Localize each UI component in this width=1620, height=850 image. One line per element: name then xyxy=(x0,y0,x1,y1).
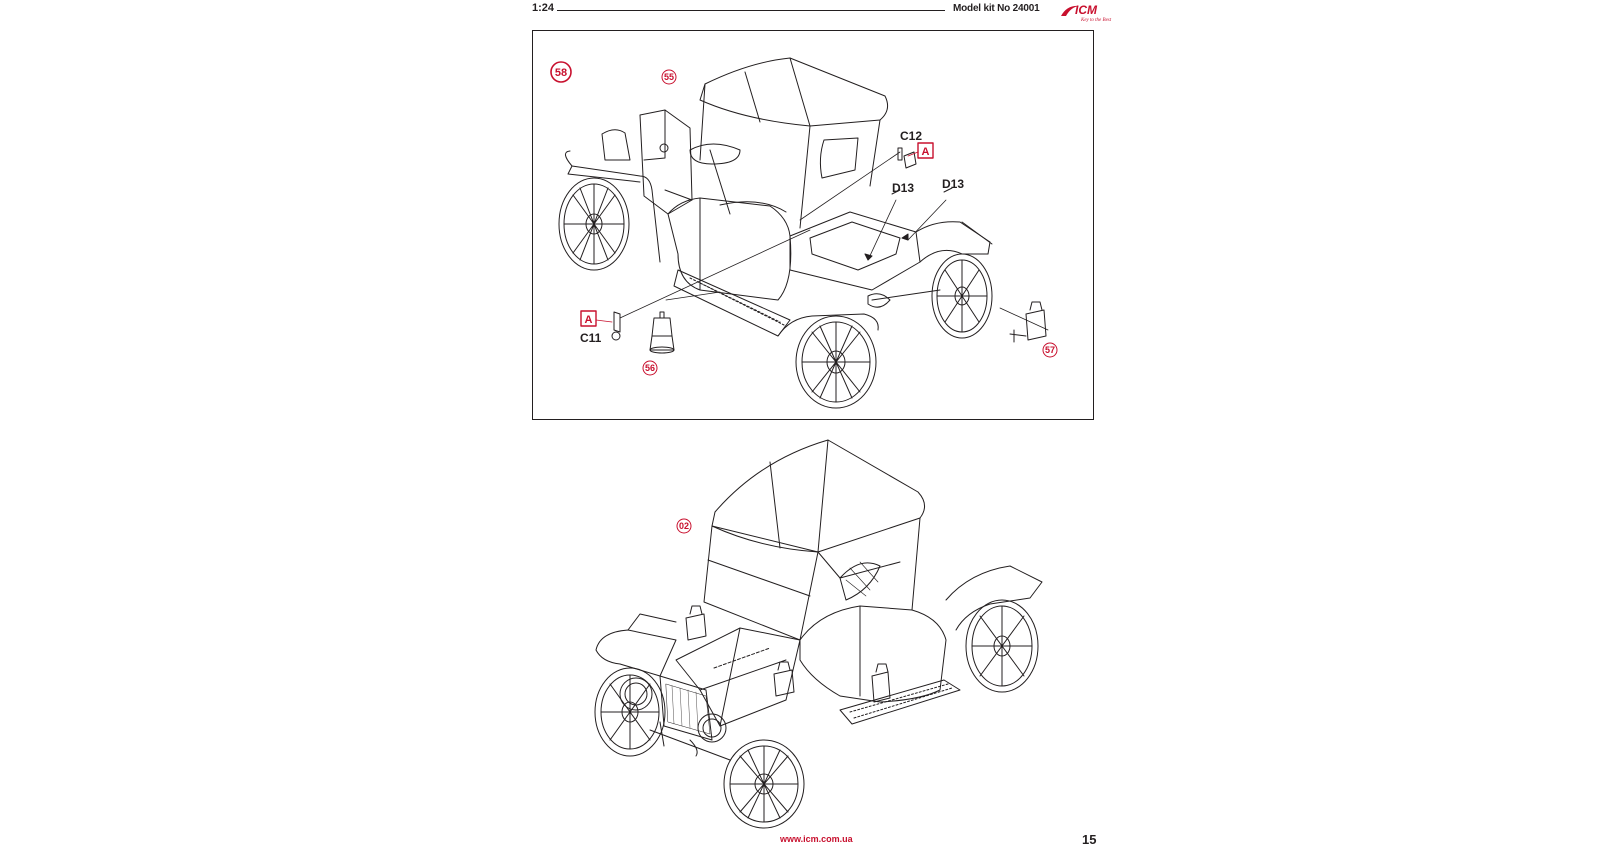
label-c11: C11 xyxy=(580,331,602,345)
car-front-view xyxy=(594,439,1043,829)
svg-text:A: A xyxy=(922,146,930,158)
kit-number: Model kit No 24001 xyxy=(953,3,1040,14)
header-rule xyxy=(557,10,945,11)
rear-window xyxy=(819,137,859,179)
side-lamp-cowl xyxy=(773,669,795,697)
part-d13-a xyxy=(891,189,901,195)
ref-02: 02 xyxy=(679,521,689,531)
car-rear-view xyxy=(558,57,993,409)
rear-deck xyxy=(789,211,921,291)
ref-57: 57 xyxy=(1045,345,1055,355)
step-number: 58 xyxy=(555,67,567,79)
cowl-radiator xyxy=(601,129,631,161)
part-c11 xyxy=(611,311,621,341)
front-wheel-2 xyxy=(594,667,666,757)
svg-text:A: A xyxy=(585,314,593,326)
running-board-2 xyxy=(839,679,961,725)
running-board xyxy=(673,269,791,337)
scale-label: 1:24 xyxy=(532,2,555,14)
footer-url[interactable]: www.icm.com.ua xyxy=(780,834,853,844)
svg-text:ICM: ICM xyxy=(1075,3,1098,17)
svg-text:Key to the Best: Key to the Best xyxy=(1080,18,1112,23)
side-lamp-front xyxy=(685,613,707,641)
part-d13-b xyxy=(943,187,953,193)
headlamp-left xyxy=(619,677,653,711)
body-2 xyxy=(799,605,947,703)
ref-56: 56 xyxy=(645,363,655,373)
label-d13-b: D13 xyxy=(942,177,964,191)
ref-55: 55 xyxy=(664,72,674,82)
page-header: 1:24 Model kit No 24001 ICM Key to the B… xyxy=(0,0,1620,24)
part-c12 xyxy=(897,147,917,169)
front-fender-2 xyxy=(595,629,677,677)
mark-a-top xyxy=(917,142,934,159)
assembly-arrows xyxy=(619,151,1049,331)
label-c12: C12 xyxy=(900,129,922,143)
headlamp-right xyxy=(697,713,727,743)
step-number-badge xyxy=(550,61,572,83)
side-lamp-56 xyxy=(649,311,675,354)
rear-fender-2 xyxy=(945,565,1043,631)
icm-logo: ICM Key to the Best xyxy=(1061,3,1112,23)
roof xyxy=(699,57,889,127)
roof-2 xyxy=(711,439,925,553)
front-right-wheel-2 xyxy=(723,739,805,829)
rear-wheel-2 xyxy=(965,599,1039,693)
step-58-panel xyxy=(532,30,1094,420)
front-fender xyxy=(565,150,661,263)
radiator-grille xyxy=(659,675,713,741)
label-d13-a: D13 xyxy=(892,181,914,195)
left-rear-wheel xyxy=(795,315,877,409)
tail-lamp-57 xyxy=(1009,301,1047,343)
front-left-wheel xyxy=(558,177,630,271)
rear-fender xyxy=(915,221,991,263)
mark-a-left xyxy=(580,310,597,327)
rear-wheel xyxy=(931,253,993,339)
page-number: 15 xyxy=(1082,832,1097,847)
